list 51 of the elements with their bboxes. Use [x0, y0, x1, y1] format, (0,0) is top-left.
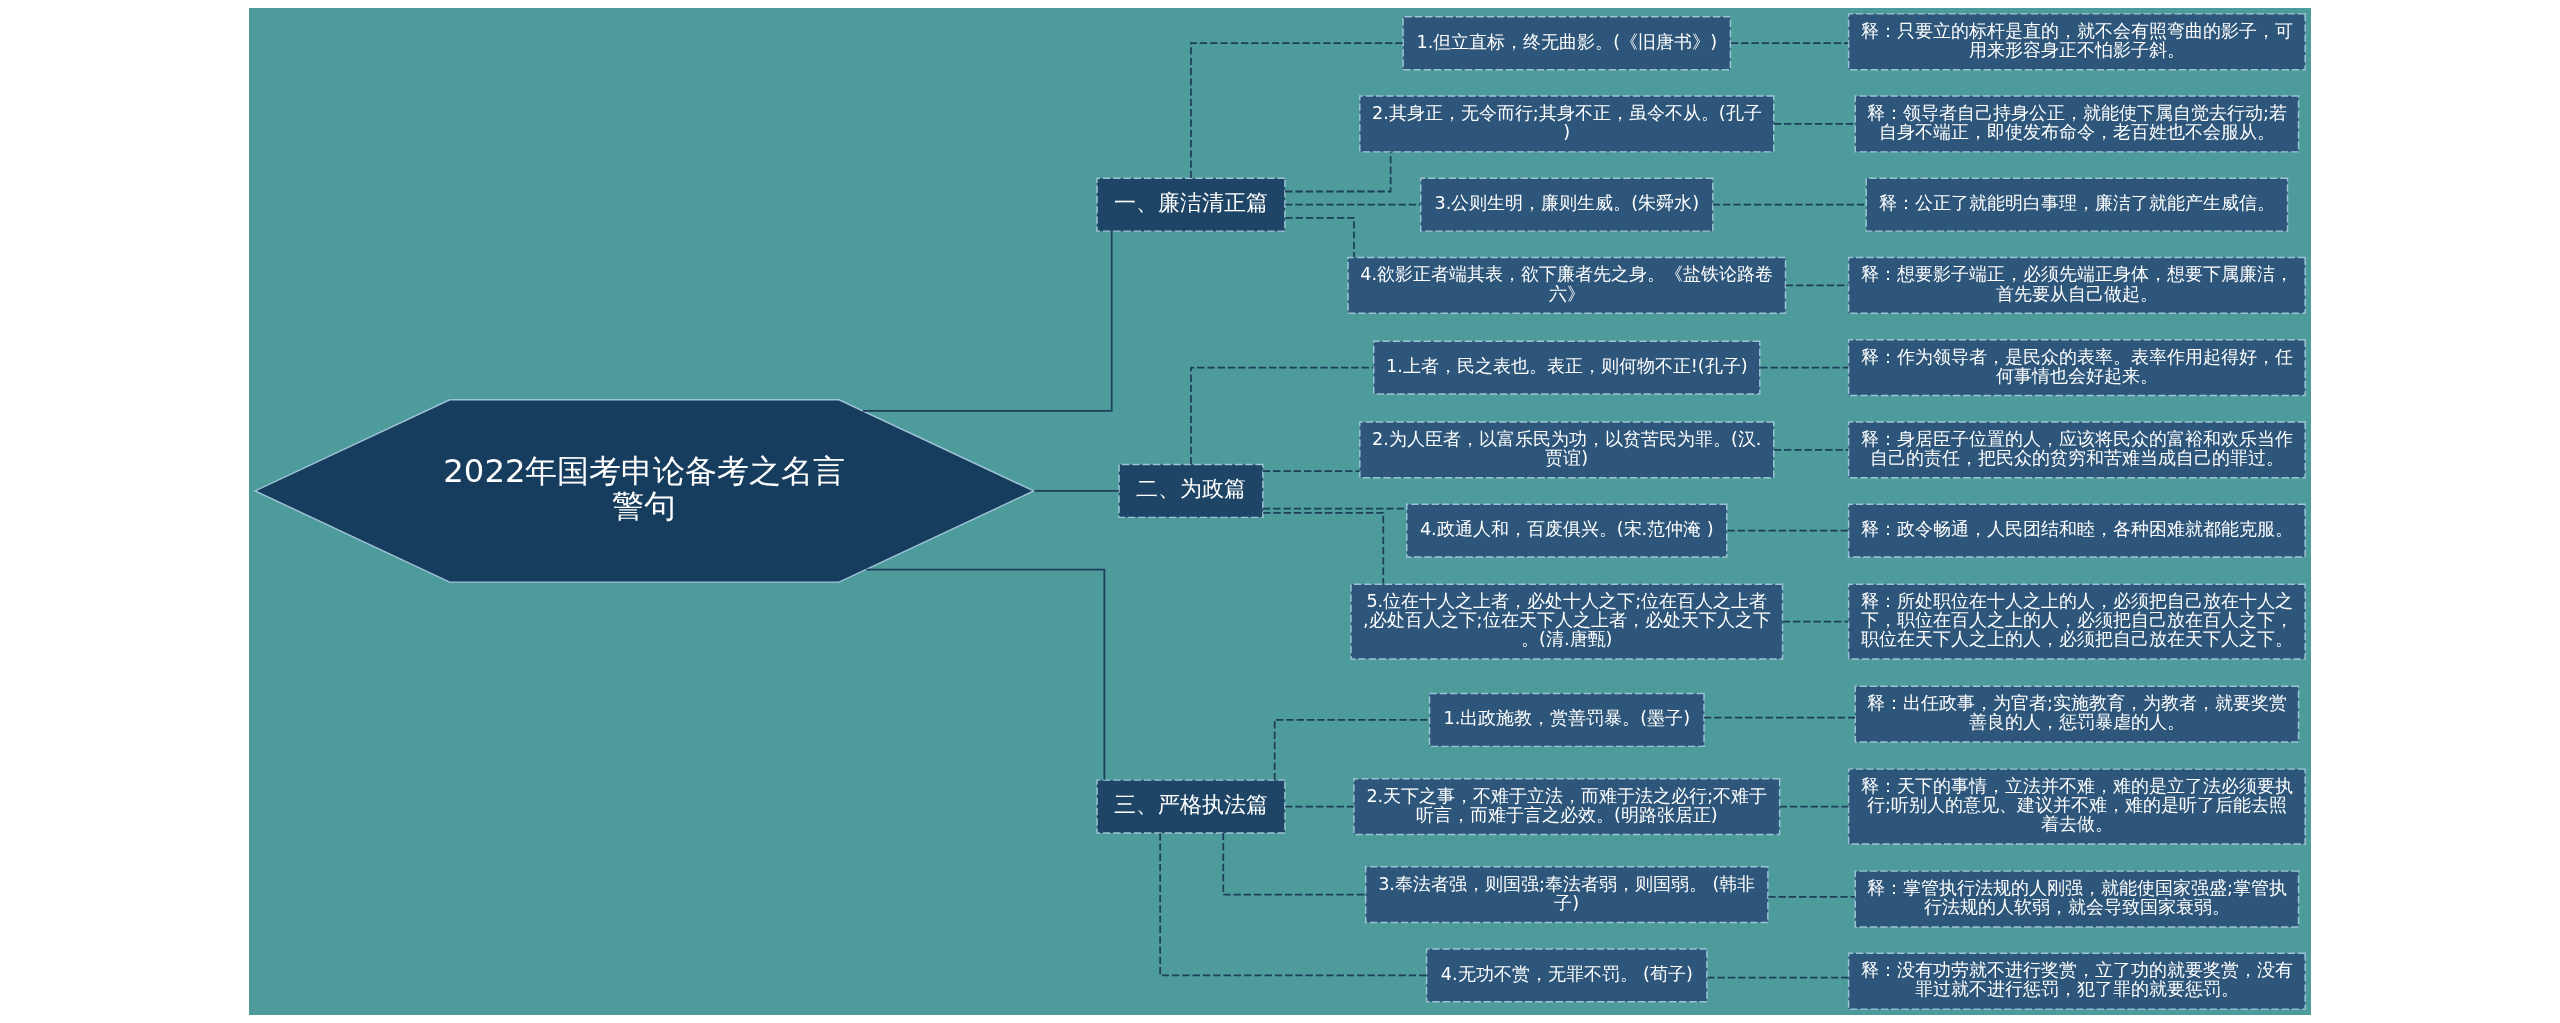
node-box: 1.但立直标，终无曲影。(《旧唐书》)	[1402, 16, 1732, 71]
node-box: 1.出政施教，赏善罚暴。(墨子)	[1428, 692, 1705, 748]
connector	[1222, 832, 1367, 896]
connector	[1784, 284, 1850, 287]
node-box: 5.位在十人之上者，必处十人之下;位在百人之上者,必处百人之下;位在天下人之上者，必处天下人之下。(清.唐甄)	[1350, 583, 1784, 660]
node-box: 一、廉洁清正篇	[1096, 177, 1286, 232]
node-box: 二、为政篇	[1118, 463, 1264, 519]
node-box: 2.为人臣者，以富乐民为功，以贫苦民为罪。(汉.贾谊)	[1359, 421, 1775, 479]
connector	[1730, 42, 1850, 45]
connector	[1726, 529, 1850, 532]
connector	[1190, 366, 1375, 466]
node-box: 释：掌管执行法规的人刚强，就能使国家强盛;掌管执行法规的人软弱，就会导致国家衰弱。	[1854, 870, 2300, 928]
node-box: 释：身居臣子位置的人，应该将民众的富裕和欢乐当作自己的责任，把民众的贫穷和苦难当成自己的罪过。	[1847, 421, 2306, 479]
connector	[1703, 716, 1856, 719]
node-box: 2.其身正，无令而行;其身不正，虽令不从。(孔子)	[1359, 95, 1775, 153]
node-box: 3.奉法者强，则国强;奉法者弱，则国弱。 (韩非子)	[1364, 866, 1769, 924]
connector	[1033, 490, 1120, 492]
connector	[1778, 805, 1850, 808]
node-box: 释：政令畅通，人民团结和睦，各种困难就都能克服。	[1847, 503, 2306, 558]
connector	[1262, 470, 1361, 472]
connector	[1767, 895, 1856, 898]
node-box: 释：作为领导者，是民众的表率。表率作用起得好，任何事情也会好起来。	[1847, 339, 2306, 397]
node-box: 三、严格执法篇	[1096, 779, 1286, 834]
connector	[1159, 832, 1428, 977]
connector	[1706, 976, 1850, 979]
connector	[865, 568, 1106, 781]
connector	[1284, 151, 1392, 193]
connector	[1262, 512, 1385, 585]
node-box: 释：想要影子端正，必须先端正身体，想要下属廉洁，首先要从自己做起。	[1847, 256, 2306, 315]
node-box: 4.政通人和，百废俱兴。(宋.范仲淹 )	[1406, 503, 1728, 558]
node-box: 释：天下的事情，立法并不难，难的是立了法必须要执行;听别人的意见、建议并不难，难的是听了后能去照着去做。	[1847, 768, 2306, 845]
node-box: 释：出任政事，为官者;实施教育，为教者，就要奖赏善良的人，惩罚暴虐的人。	[1854, 685, 2300, 743]
connector	[862, 230, 1113, 412]
connector	[1712, 203, 1867, 206]
node-box: 2.天下之事，不难于立法，而难于法之必行;不难于听言，而难于言之必效。(明路张居正)	[1353, 777, 1781, 836]
node-box: 释：公正了就能明白事理，廉洁了就能产生威信。	[1865, 177, 2289, 232]
node-box: 释：没有功劳就不进行奖赏，立了功的就要奖赏，没有罪过就不进行惩罚，犯了罪的就要惩罚。	[1847, 952, 2306, 1010]
connector	[1190, 42, 1404, 179]
connector	[1284, 203, 1422, 206]
connector	[1284, 805, 1355, 808]
node-box: 释：领导者自己持身公正，就能使下属自觉去行动;若自身不端正，即使发布命令，老百姓也不会服从。	[1854, 95, 2300, 153]
node-box: 释：只要立的标杆是直的，就不会有照弯曲的影子，可用来形容身正不怕影子斜。	[1847, 13, 2306, 71]
node-box: 1.上者，民之表也。表正，则何物不正!(孔子)	[1373, 340, 1761, 395]
connector	[1781, 620, 1850, 623]
connector	[1773, 448, 1850, 451]
connector	[1284, 217, 1355, 259]
node-box: 4.欲影正者端其表，欲下廉者先之身。《盐铁论路卷六》	[1347, 256, 1787, 315]
node-box: 释：所处职位在十人之上的人，必须把自己放在十人之下，职位在百人之上的人，必须把自己放在百人之下，职位在天下人之上的人，必须把自己放在天下人之下。	[1847, 583, 2306, 660]
node-box: 3.公则生明，廉则生威。(朱舜水)	[1419, 177, 1714, 232]
connector	[1759, 366, 1850, 369]
node-box: 4.无功不赏，无罪不罚。 (荀子)	[1425, 948, 1708, 1003]
